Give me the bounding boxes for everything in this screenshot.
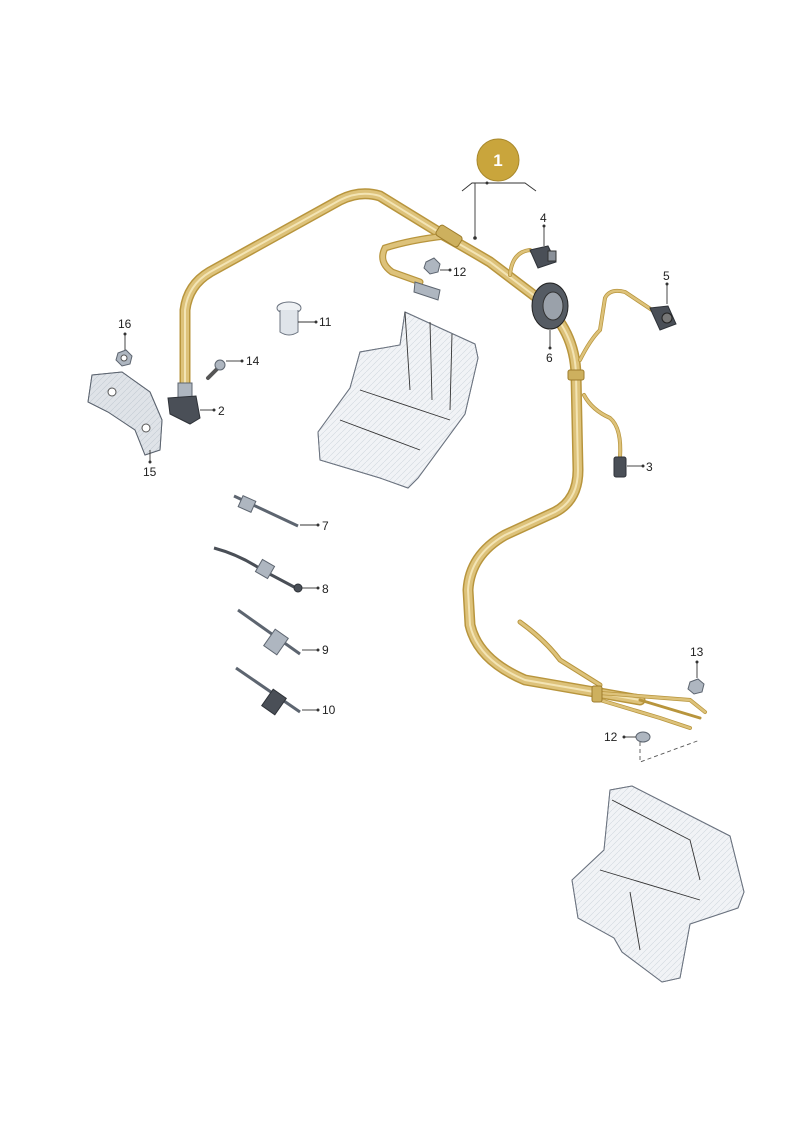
wiring-harness (179, 188, 707, 730)
callout-7: 7 (322, 519, 329, 533)
cable-tie-10 (235, 666, 301, 716)
callout-5: 5 (663, 269, 670, 283)
callout-3: 3 (646, 460, 653, 474)
nut-12-upper (423, 257, 441, 275)
ground-connector-2 (167, 382, 201, 425)
dashed-assembly-line (639, 739, 701, 763)
callout-13: 13 (690, 645, 704, 659)
callout-8: 8 (322, 582, 329, 596)
bracket-15 (87, 371, 163, 456)
battery-tray-upper (317, 281, 479, 489)
callout-12-upper: 12 (453, 265, 467, 279)
connector-5 (649, 305, 677, 331)
cable-tie-7 (233, 494, 299, 528)
battery-tray-lower (571, 785, 745, 983)
callout-9: 9 (322, 643, 329, 657)
nut-13 (687, 678, 705, 695)
callout-16: 16 (118, 317, 132, 331)
connector-4 (529, 245, 557, 269)
main-callout-badge: 1 (476, 138, 520, 182)
callout-4: 4 (540, 211, 547, 225)
cable-tie-8 (213, 546, 303, 593)
callout-12-lower: 12 (604, 730, 618, 744)
callout-14: 14 (246, 354, 260, 368)
main-callout-label: 1 (493, 151, 502, 170)
nut-12-lower (635, 731, 651, 743)
callout-11: 11 (319, 315, 332, 329)
callout-15: 15 (143, 465, 157, 479)
bolt-14 (206, 359, 226, 380)
cable-tie-9 (237, 608, 301, 656)
connector-3 (613, 456, 627, 478)
leader-lines (123, 224, 699, 739)
grommet-6 (531, 282, 569, 330)
callout-2: 2 (218, 404, 225, 418)
nut-16 (115, 349, 133, 367)
plug-11 (276, 301, 302, 336)
callout-10: 10 (322, 703, 336, 717)
callout-6: 6 (546, 351, 553, 365)
main-callout-bracket (461, 181, 537, 240)
